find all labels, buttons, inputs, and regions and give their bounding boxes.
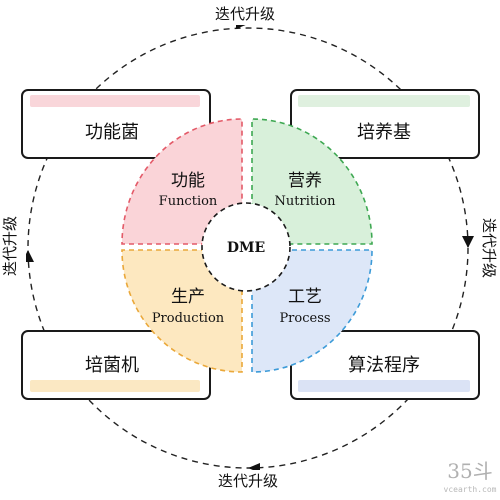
watermark-site: vcearth.com bbox=[444, 485, 497, 494]
box-top-right: 培养基 bbox=[290, 89, 480, 159]
watermark-number: 35斗 bbox=[447, 459, 492, 483]
box-label-culture-medium: 培养基 bbox=[357, 122, 411, 143]
quadrant-nutrition-en: Nutrition bbox=[275, 194, 337, 209]
box-label-culture-machine: 培菌机 bbox=[85, 355, 139, 376]
center-label-dme: DME bbox=[227, 240, 265, 256]
quadrant-nutrition bbox=[251, 118, 373, 245]
quadrant-process-en: Process bbox=[279, 311, 330, 326]
cycle-arrow-right-icon bbox=[462, 236, 474, 248]
quadrant-production bbox=[121, 249, 243, 373]
box-top-left: 功能菌 bbox=[21, 89, 211, 159]
quadrant-process-zh: 工艺 bbox=[288, 287, 322, 307]
quadrant-function bbox=[121, 118, 243, 245]
quadrant-production-zh: 生产 bbox=[171, 287, 205, 307]
quadrant-nutrition-zh: 营养 bbox=[288, 171, 322, 191]
quadrant-function-zh: 功能 bbox=[171, 171, 205, 191]
box-label-algorithm-program: 算法程序 bbox=[348, 355, 420, 376]
box-label-functional-bacteria: 功能菌 bbox=[85, 122, 139, 143]
cycle-label-top: 迭代升级 bbox=[215, 5, 275, 23]
quadrant-production-en: Production bbox=[152, 311, 225, 326]
bottom-label-bg bbox=[203, 470, 293, 494]
right-label-bg bbox=[474, 203, 496, 289]
center-circle bbox=[201, 202, 291, 292]
left-label-bg bbox=[4, 203, 26, 289]
box-bottom-left: 培菌机 bbox=[21, 330, 211, 400]
cycle-label-right: 迭代升级 bbox=[480, 218, 498, 278]
cycle-label-left: 迭代升级 bbox=[1, 216, 19, 276]
quadrant-process bbox=[251, 249, 373, 373]
box-bottom-right: 算法程序 bbox=[290, 330, 480, 400]
cycle-label-bottom: 迭代升级 bbox=[218, 472, 278, 490]
top-label-bg bbox=[200, 3, 290, 25]
quadrant-function-en: Function bbox=[159, 194, 218, 209]
